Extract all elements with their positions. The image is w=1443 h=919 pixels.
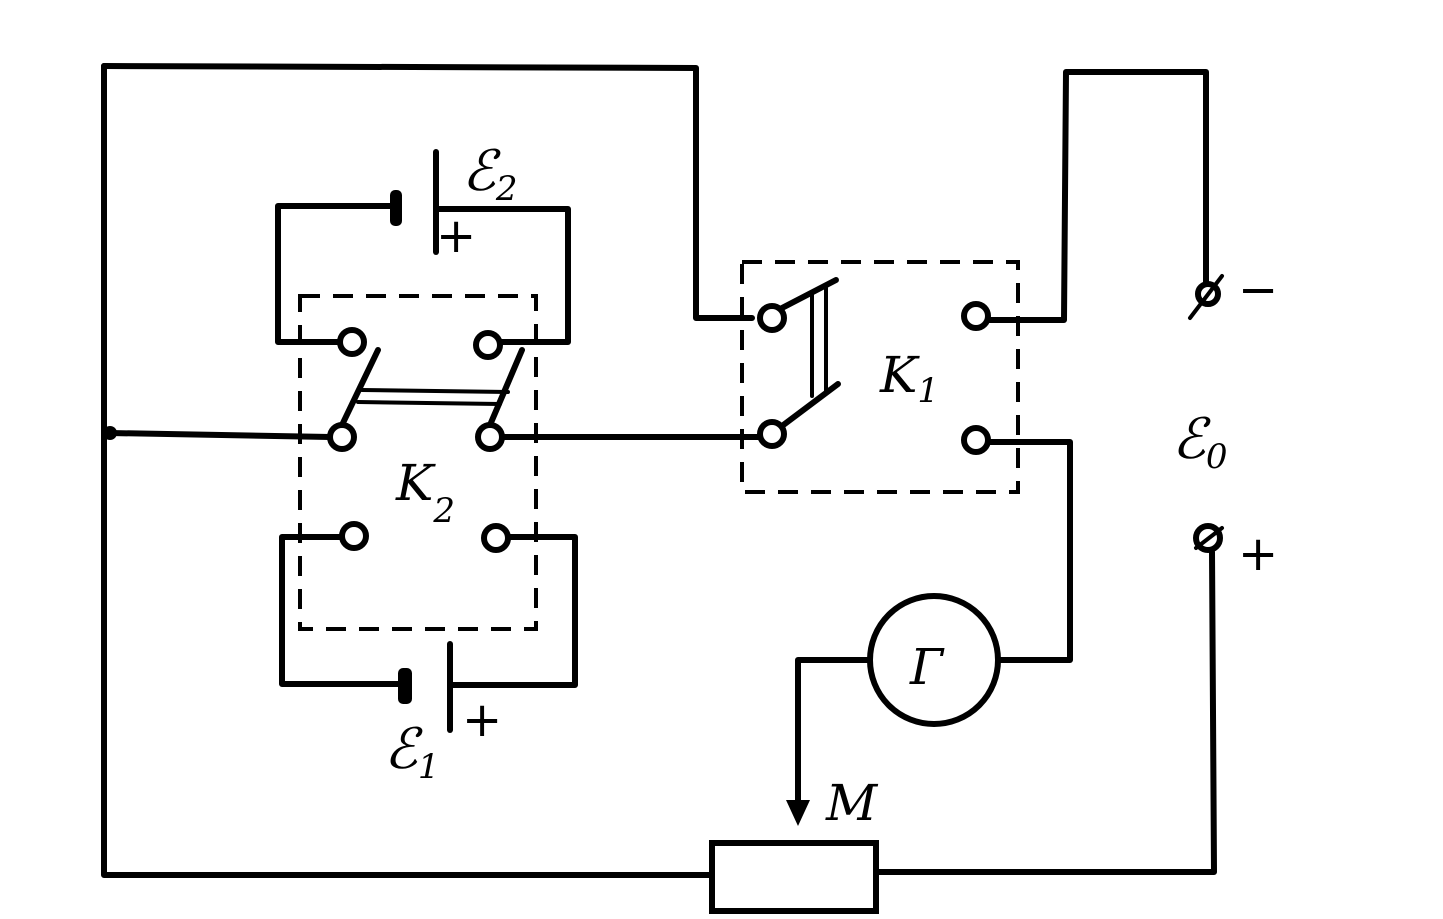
k1-terminal-top-right: [961, 301, 991, 331]
k2-terminal-bottom-left: [339, 521, 369, 551]
wire-k1-to-galvanometer: [985, 439, 1073, 663]
k2-terminal-top-right: [473, 330, 503, 360]
label-e0-minus: −: [1238, 262, 1278, 318]
k2-blade-right: [487, 347, 525, 428]
k2-linkage-upper: [360, 388, 510, 394]
label-slider: M: [825, 774, 879, 832]
k2-terminal-top-left: [337, 327, 367, 357]
label-e0-plus: +: [1238, 526, 1278, 582]
label-e2: ℰ2: [462, 139, 518, 209]
wire-e2-loop: [275, 203, 395, 345]
k2-terminal-mid-right: [475, 422, 505, 452]
k1-blade-lower: [779, 381, 841, 429]
label-e1-plus: +: [462, 692, 502, 748]
wire-top: [101, 63, 755, 321]
switch-k2-box: [298, 294, 538, 631]
wire-e2-loop-right: [435, 206, 571, 345]
label-e1: ℰ1: [384, 717, 440, 787]
k2-linkage-lower: [356, 400, 502, 406]
wire-k1-to-e0-minus: [985, 69, 1209, 323]
wire-top-left: [101, 63, 715, 878]
label-galvanometer: Г: [909, 638, 945, 696]
k1-terminal-bottom-right: [961, 425, 991, 455]
k2-terminal-mid-left: [327, 422, 357, 452]
wire-e1-loop-right: [449, 534, 578, 688]
k1-terminal-top-left: [757, 303, 787, 333]
battery-e1-short-plate: [398, 668, 412, 704]
slide-wire-resistor: [709, 840, 879, 914]
k1-terminal-bottom-left: [757, 419, 787, 449]
k1-blade-upper: [779, 277, 839, 311]
wire-middle-left: [107, 430, 333, 440]
label-k2: K2: [395, 454, 455, 531]
switch-k1-box: [740, 260, 1020, 494]
slider-arrow-icon: [786, 800, 810, 826]
wire-e1-loop: [279, 534, 403, 687]
k2-terminal-bottom-right: [481, 523, 511, 553]
label-e0: ℰ0: [1172, 407, 1228, 477]
wire-galvanometer-to-slider: [795, 657, 873, 821]
e0-minus-terminal-slash: [1188, 274, 1224, 320]
wire-e0-plus-to-slider: [873, 549, 1217, 875]
k2-blade-left: [339, 347, 381, 428]
battery-e2-short-plate: [390, 190, 402, 226]
label-k1: K1: [879, 346, 939, 411]
label-e2-plus: +: [436, 208, 476, 264]
e0-plus-terminal-slash: [1194, 526, 1224, 550]
